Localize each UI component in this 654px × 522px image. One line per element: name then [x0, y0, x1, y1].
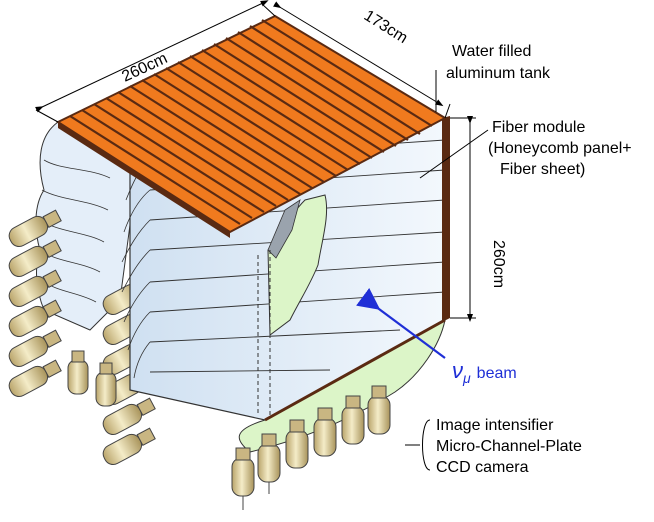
beam-nu: ν	[452, 358, 463, 383]
front-fiber-bundles	[121, 159, 151, 379]
beam-word: beam	[477, 365, 517, 382]
readout-label-line2: Micro-Channel-Plate	[436, 438, 582, 455]
depth-dimension-label: 173cm	[361, 7, 411, 47]
beam-mu: μ	[462, 370, 471, 386]
cutaway-grey-edge	[267, 199, 301, 259]
bottom-camera-row	[67, 350, 391, 510]
fiber-label-line2: (Honeycomb panel+	[488, 140, 632, 157]
beam-arrow	[356, 287, 446, 359]
readout-label-line1: Image intensifier	[436, 417, 554, 434]
height-dimension-label: 260cm	[490, 240, 507, 288]
readout-label-line3: CCD camera	[436, 459, 529, 476]
left-camera-column-back	[8, 209, 62, 397]
tank-label-line1: Water filled	[452, 43, 531, 60]
dimension-lines	[35, 0, 476, 322]
fiber-label-line1: Fiber module	[492, 119, 585, 136]
tank-label-line2: aluminum tank	[446, 65, 551, 82]
fiber-label-line3: Fiber sheet)	[500, 161, 585, 178]
leader-lines	[405, 70, 489, 471]
tank-right-frame	[442, 116, 450, 322]
